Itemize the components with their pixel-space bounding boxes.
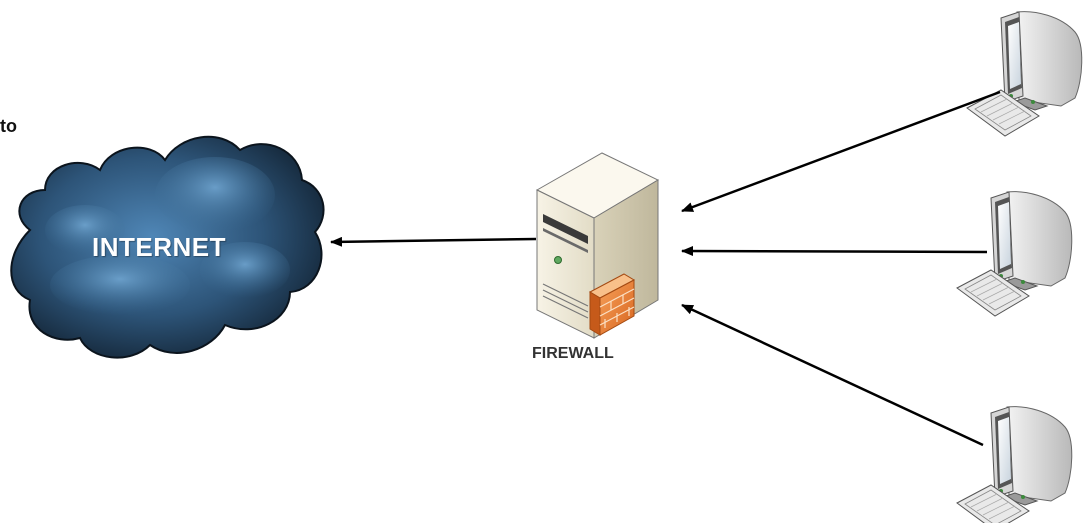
computer-icon — [966, 11, 1083, 137]
firewall-label: FIREWALL — [532, 345, 614, 362]
computer-1 — [966, 11, 1083, 137]
internet-label: INTERNET — [92, 232, 226, 262]
cloud-icon — [10, 135, 325, 359]
computer-icon — [956, 406, 1073, 523]
internet-cloud — [10, 135, 325, 359]
arrow-computer-1-to-firewall — [681, 90, 1001, 213]
firewall-node — [535, 152, 660, 339]
computer-3 — [956, 406, 1073, 523]
computer-icon — [956, 191, 1073, 317]
brick-wall-icon — [588, 273, 636, 336]
server-icon — [535, 152, 660, 339]
arrow-computer-3-to-firewall — [681, 303, 984, 447]
cut-off-text: to — [0, 116, 17, 136]
arrow-computer-2-to-firewall — [681, 246, 988, 257]
computer-2 — [956, 191, 1073, 317]
arrow-firewall-to-internet — [330, 236, 537, 247]
